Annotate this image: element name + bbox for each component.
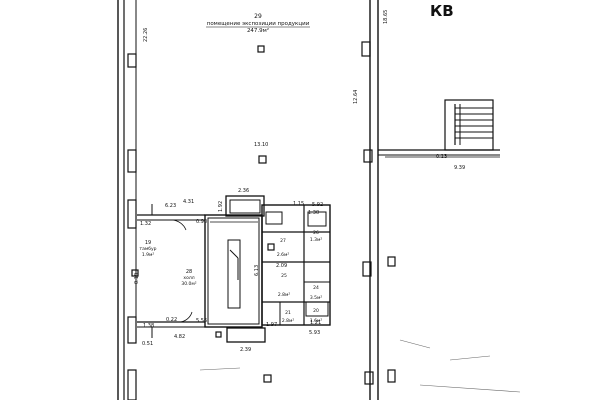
room-20-label: 20 1.6м² [310,308,323,324]
room-26-area: 1.3м² [310,237,323,243]
room-27-area: 2.6м² [277,252,290,258]
corner-label: КВ [430,2,454,20]
room-19-area: 1.9м² [142,252,155,258]
room-24-label: 24 3.5м² [310,285,323,301]
left-outer-wall [117,0,137,400]
room-27-label: 27 2.6м² [277,238,290,258]
dim-1264: 12.64 [353,90,359,104]
dim-593: 5.93 [309,330,320,336]
column-markers [131,45,275,383]
dim-556: 5.56 [196,318,207,324]
dim-2226: 22.26 [143,28,149,42]
dim-209: 2.09 [276,263,287,269]
central-core [137,195,331,343]
scan-noise [199,339,521,393]
dim-431: 4.31 [183,199,194,205]
room-29-name: помещение экспозиции продукции [207,21,310,27]
dim-239: 2.39 [240,347,251,353]
room-26-number: 26 [313,230,319,236]
room-19-number: 19 [145,240,151,246]
dim-192: 1.92 [218,201,224,212]
room-28-area: 30.0м² [181,281,196,287]
room-25-number: 25 [281,273,287,279]
room-29-area: 247.9м² [247,27,269,34]
room-29-number: 29 [254,13,262,20]
dim-1865: 18.65 [383,10,389,24]
dim-138: 1.38 [143,323,154,329]
dim-197: 1.97 [266,322,277,328]
dim-022: 0.22 [166,317,177,323]
room-20-area: 1.6м² [310,318,323,324]
room-27-number: 27 [280,238,286,244]
dim-236: 2.36 [238,188,249,194]
room-21-area: 2.8м² [282,318,295,324]
dim-019: 0.19 [134,273,140,284]
room-29-label: 29 помещение экспозиции продукции 247.9м… [206,13,310,34]
room-20-number: 20 [313,308,319,314]
dim-115: 1.15 [293,201,304,207]
dim-051: 0.51 [142,341,153,347]
dim-121: 1.21 [310,320,321,326]
room-26-label: 26 1.3м² [310,230,323,243]
dim-623: 6.23 [165,203,176,209]
room-24-number: 24 [313,285,319,291]
room-19-name: тамбур [139,246,156,252]
dimension-labels: 22.26 18.65 12.64 13.10 2.36 5.92 6.23 1… [134,10,465,353]
dim-939: 9.39 [454,165,465,171]
room-28-name: холл [183,276,194,281]
dim-592: 5.92 [312,202,323,208]
room-28-label: 28 холл 30.0м² [181,269,196,287]
room-21-number: 21 [285,310,291,316]
room-19-label: 19 тамбур 1.9м² [139,240,156,258]
staircase-right [378,99,500,158]
room-24-area: 3.5м² [310,295,323,301]
room-21-label: 21 2.8м² [282,310,295,324]
room-28-number: 28 [186,269,192,275]
room-25-area: 2.8м² [278,292,291,298]
room-25-label: 25 2.8м² [278,273,291,298]
dim-132: 1.32 [140,221,151,227]
right-long-wall [361,0,396,400]
dim-090: 0.90 [196,219,207,225]
dim-1310: 13.10 [254,142,268,148]
dim-482: 4.82 [174,334,185,340]
dim-613: 6.13 [254,265,260,276]
dim-013: 0.13 [436,154,447,160]
dim-130: 1.30 [308,210,319,216]
